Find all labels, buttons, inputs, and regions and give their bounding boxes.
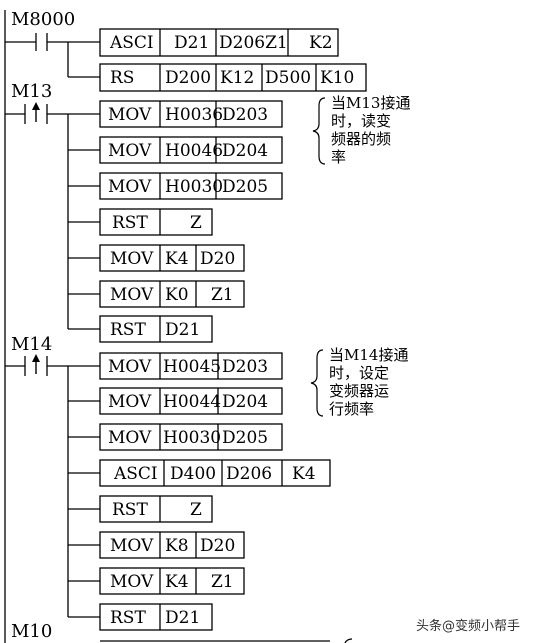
branch-line-m8000 — [67, 42, 100, 78]
instruction-opcode: RST — [112, 500, 148, 520]
instruction-operand: D21 — [165, 608, 200, 628]
comment-line: 当M14接通 — [329, 346, 408, 364]
instruction-rst: RST D21 — [68, 315, 213, 343]
instruction-opcode: MOV — [110, 285, 154, 305]
instruction-operand: K4 — [292, 464, 316, 484]
instruction-operand: K12 — [220, 68, 254, 88]
instruction-operand: D206 — [226, 464, 272, 484]
instruction-operand: D200 — [165, 68, 211, 88]
instruction-asci: ASCI D21 D206Z1 K2 — [99, 28, 339, 57]
instruction-opcode: RS — [110, 68, 134, 88]
instruction-operand: D203 — [222, 105, 268, 125]
instruction-operand: K2 — [309, 33, 333, 53]
rising-edge-contact-m13 — [5, 102, 100, 124]
comment-line: 时，设定 — [329, 364, 389, 382]
instruction-operand: D500 — [265, 68, 311, 88]
instruction-opcode: ASCI — [109, 33, 154, 53]
instruction-operand: H0030 — [165, 177, 223, 197]
comment-line: 变频器运 — [329, 382, 389, 400]
instruction-operand: K4 — [165, 572, 189, 592]
instruction-operand: H0045 — [163, 357, 221, 377]
comment-line: 频器的频 — [331, 130, 391, 148]
instruction-operand: K4 — [165, 249, 189, 269]
instruction-operand: Z1 — [211, 572, 234, 592]
instruction-mov: MOV K4 D20 — [68, 244, 245, 272]
instruction-operand: D203 — [222, 357, 268, 377]
instruction-operand: D205 — [222, 428, 268, 448]
instruction-operand: D205 — [222, 177, 268, 197]
instruction-operand: H0030 — [163, 428, 221, 448]
instruction-operand: D20 — [200, 249, 235, 269]
comment-m13: 当M13接通 时，读变 频器的频 率 — [331, 94, 410, 166]
instruction-operand: Z — [190, 500, 202, 520]
contact-label-m13: M13 — [11, 81, 52, 102]
instruction-opcode: MOV — [108, 141, 152, 161]
instruction-operand: D206Z1 — [219, 33, 288, 53]
instruction-operand: D21 — [165, 320, 200, 340]
instruction-rst: RST D21 — [68, 603, 213, 631]
rung-m10: M10 — [11, 621, 353, 643]
instruction-operand: Z1 — [211, 285, 234, 305]
rung-m8000: M8000 ASCI D21 D206Z1 K2 RS — [5, 9, 367, 92]
contact-label-m14: M14 — [11, 334, 52, 355]
contact-label-m10: M10 — [11, 621, 52, 642]
contact-label-m8000: M8000 — [11, 9, 75, 30]
instruction-opcode: ASCI — [113, 464, 158, 484]
comment-line: 行频率 — [329, 400, 374, 418]
instruction-operand: D204 — [222, 141, 268, 161]
instruction-rst: RST Z — [68, 208, 213, 236]
instruction-opcode: RST — [110, 320, 146, 340]
instruction-operand: D400 — [170, 464, 216, 484]
comment-m14: 当M14接通 时，设定 变频器运 行频率 — [329, 346, 408, 418]
instruction-operand: K10 — [320, 68, 354, 88]
instruction-opcode: MOV — [110, 249, 154, 269]
instruction-asci: ASCI D400 D206 K4 — [68, 459, 331, 487]
instruction-opcode: MOV — [108, 357, 152, 377]
instruction-operand: K0 — [165, 285, 189, 305]
instruction-operand: D21 — [174, 33, 209, 53]
instruction-operand: H0044 — [163, 392, 221, 412]
instruction-opcode: MOV — [108, 177, 152, 197]
instruction-mov: MOV K0 Z1 — [68, 280, 245, 308]
instruction-mov: MOV K8 D20 — [68, 531, 245, 559]
watermark: 头条@变频小帮手 — [412, 614, 523, 635]
instruction-opcode: MOV — [110, 536, 154, 556]
comment-line: 率 — [331, 148, 346, 166]
rising-edge-contact-m14 — [5, 354, 100, 376]
instruction-opcode: RST — [110, 608, 146, 628]
instruction-rs: RS D200 K12 D500 K10 — [99, 63, 367, 92]
instruction-operand: H0046 — [165, 141, 223, 161]
normally-open-contact-m8000 — [5, 33, 100, 51]
comment-brace-m13 — [312, 97, 326, 165]
instruction-opcode: MOV — [108, 428, 152, 448]
instruction-opcode: MOV — [108, 392, 152, 412]
instruction-mov: MOV K4 Z1 — [68, 567, 245, 595]
comment-brace-m14 — [310, 349, 324, 417]
instruction-opcode: RST — [112, 213, 148, 233]
instruction-operand: D20 — [200, 536, 235, 556]
instruction-operand: D204 — [222, 392, 268, 412]
instruction-operand: Z — [190, 213, 202, 233]
instruction-rst: RST Z — [68, 495, 213, 523]
comment-line: 时，读变 — [331, 112, 391, 130]
instruction-operand: H0036 — [165, 105, 223, 125]
comment-line: 当M13接通 — [331, 94, 410, 112]
instruction-operand: K8 — [165, 536, 189, 556]
instruction-opcode: MOV — [110, 572, 154, 592]
instruction-opcode: MOV — [108, 105, 152, 125]
